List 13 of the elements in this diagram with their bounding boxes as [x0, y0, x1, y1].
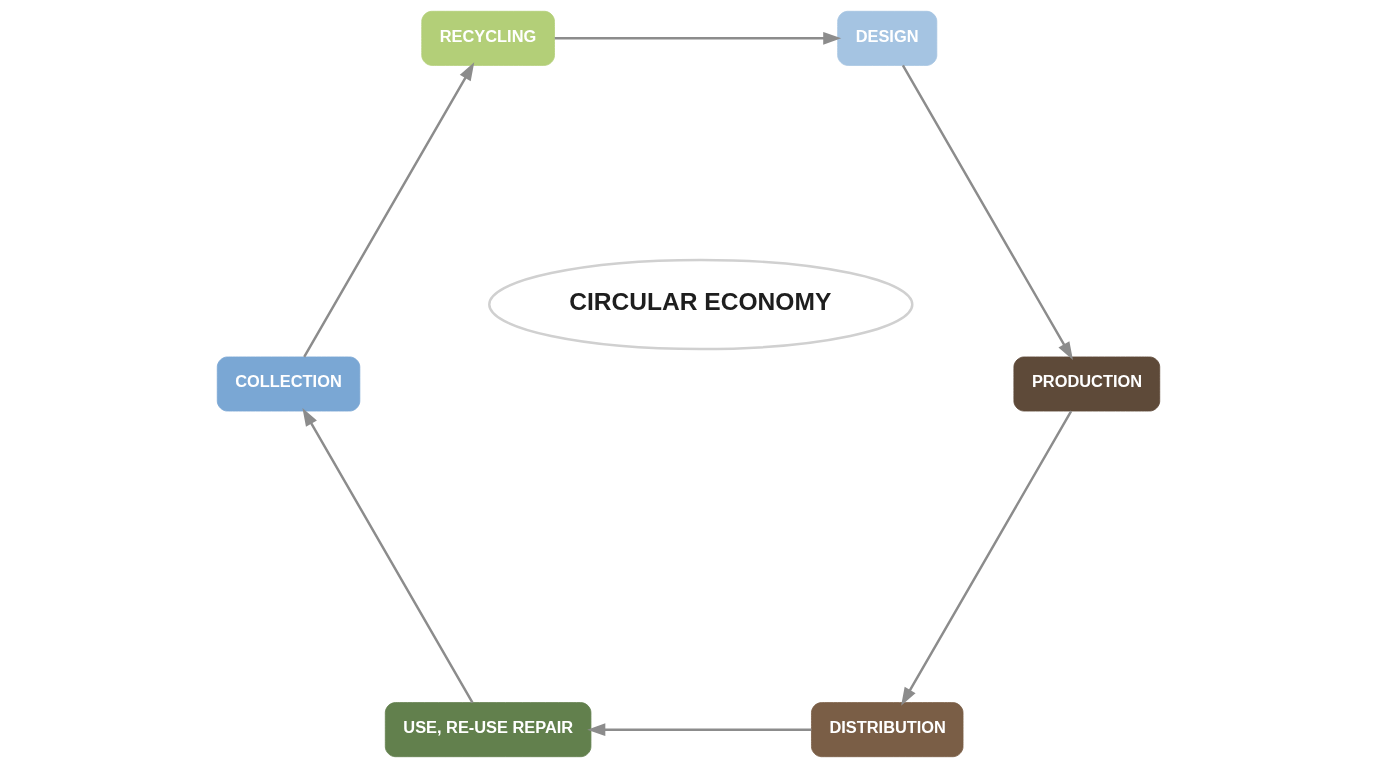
node-box: COLLECTION: [216, 356, 360, 412]
node-box: USE, RE-USE REPAIR: [384, 702, 591, 758]
arrow: [301, 408, 474, 704]
arrow: [586, 723, 811, 736]
arrow: [900, 410, 1072, 706]
node-box: RECYCLING: [420, 10, 555, 66]
node-box: DESIGN: [836, 10, 937, 66]
node-box: DISTRIBUTION: [810, 702, 963, 758]
arrow: [554, 32, 841, 45]
arrow: [302, 62, 474, 358]
arrow: [901, 64, 1073, 360]
node-ellipse: CIRCULAR ECONOMY: [487, 258, 914, 351]
node-box: PRODUCTION: [1013, 356, 1160, 412]
